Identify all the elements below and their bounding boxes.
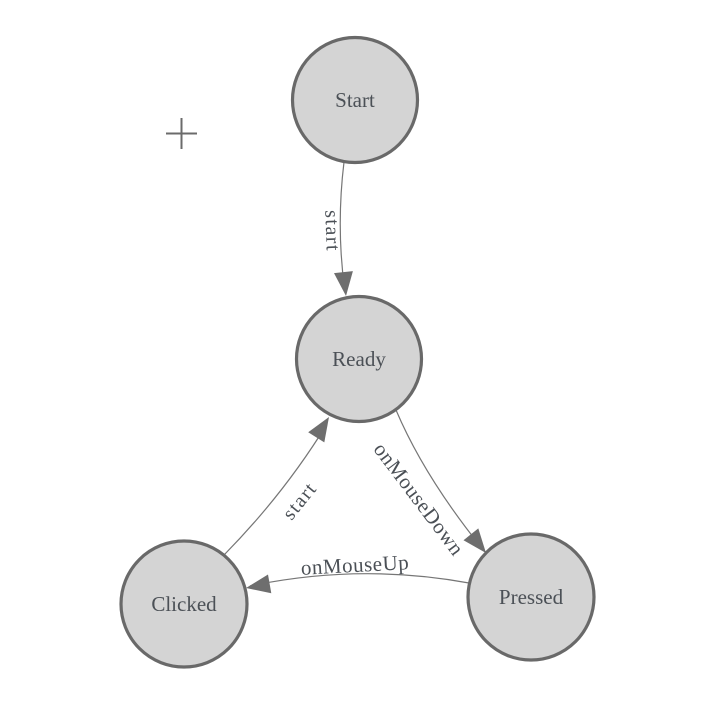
node-pressed[interactable]: Pressed (466, 532, 596, 662)
edge-label: onMouseUp (300, 550, 409, 580)
edge-ready-to-pressed[interactable]: onMouseDown (369, 409, 486, 560)
state-circle[interactable] (294, 294, 424, 424)
edge-clicked-to-ready[interactable]: start (223, 417, 329, 556)
state-label: Ready (332, 347, 386, 371)
edge-line[interactable] (223, 423, 328, 556)
state-circle[interactable] (466, 532, 596, 662)
state-label: Pressed (499, 585, 564, 609)
state-circle[interactable] (290, 35, 420, 165)
edge-pressed-to-clicked[interactable]: onMouseUp (246, 550, 470, 594)
edge-start-to-ready[interactable]: start (320, 161, 353, 296)
edge-line[interactable] (395, 409, 482, 548)
edge-label: start (320, 210, 343, 253)
arrowhead-icon (463, 528, 486, 553)
crosshair-icon (166, 118, 197, 149)
state-label: Start (335, 88, 375, 112)
node-start[interactable]: Start (290, 35, 420, 165)
edge-line[interactable] (249, 573, 470, 587)
arrowhead-icon (246, 574, 272, 594)
arrowhead-icon (334, 271, 353, 296)
state-circle[interactable] (119, 539, 249, 669)
arrowhead-icon (308, 417, 329, 443)
node-ready[interactable]: Ready (294, 294, 424, 424)
node-clicked[interactable]: Clicked (119, 539, 249, 669)
state-label: Clicked (151, 592, 217, 616)
